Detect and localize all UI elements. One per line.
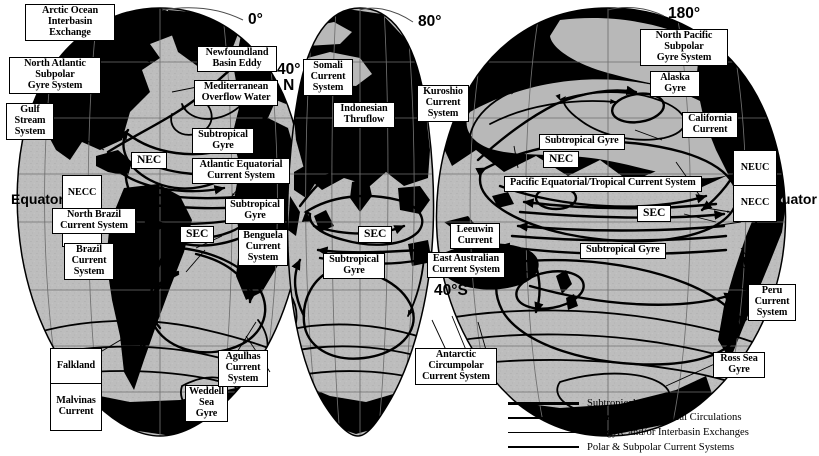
label-divider [734,185,776,187]
label-neuc-pacific-line: NEUC [740,161,770,173]
label-weddell-sea-gyre[interactable]: Weddell Sea Gyre [185,385,228,422]
legend-label-polar-subpolar: Polar & Subpolar Current Systems [587,441,735,453]
legend-label-equatorial-tropical: Equatorial and Tropical Circulations [587,412,742,424]
graticule-leader-lines [161,7,665,23]
label-benguela-current-system[interactable]: Benguela Current System [238,229,288,266]
label-alaska-gyre[interactable]: Alaska Gyre [650,71,700,98]
label-falkland-malvinas-current[interactable]: Falkland Malvinas Current [50,348,102,432]
legend-row: Polar & Subpolar Current Systems [508,440,813,455]
label-pacific-equatorial-tropical-current-system[interactable]: Pacific Equatorial/Tropical Current Syst… [504,176,702,192]
label-subtropical-gyre-north-pacific[interactable]: Subtropical Gyre [539,134,625,150]
label-california-current[interactable]: California Current [682,112,738,139]
label-newfoundland-basin-eddy[interactable]: Newfoundland Basin Eddy [197,46,277,73]
legend-row: Subtropical Gyres [508,396,813,411]
parallel-label-40n: 40° N [277,61,301,94]
label-subtropical-gyre-south-atlantic[interactable]: Subtropical Gyre [225,198,285,225]
label-sec-atlantic[interactable]: SEC [180,226,215,243]
label-kuroshio-current-system[interactable]: Kuroshio Current System [417,85,469,122]
legend-row: Intergyre and/or Interbasin Exchanges [508,425,813,440]
label-mediterranean-overflow-water[interactable]: Mediterranean Overflow Water [194,80,278,107]
legend-swatch-line [508,431,579,433]
label-indonesian-thruflow[interactable]: Indonesian Thruflow [333,102,395,129]
label-sec-pacific[interactable]: SEC [637,205,672,222]
label-falkland-line: Falkland [56,359,96,371]
label-divider [51,383,101,385]
label-agulhas-current-system[interactable]: Agulhas Current System [218,350,268,387]
equator-label-right: Equator [764,191,817,207]
label-atlantic-equatorial-current-system[interactable]: Atlantic Equatorial Current System [192,158,290,185]
legend-swatch-line [508,416,579,420]
label-brazil-current-system[interactable]: Brazil Current System [64,243,114,280]
equator-label-left: Equator [11,191,64,207]
meridian-label-80: 80° [418,13,442,30]
meridian-label-0: 0° [248,11,263,28]
label-malvinas-current-line: Malvinas Current [56,395,96,417]
meridian-label-180: 180° [668,5,701,22]
map-legend: Subtropical Gyres Equatorial and Tropica… [508,396,813,454]
label-subtropical-gyre-indian[interactable]: Subtropical Gyre [323,253,385,280]
label-leeuwin-current[interactable]: Leeuwin Current [450,223,500,250]
legend-line-intergyre-interbasin [508,425,579,439]
parallel-label-40s: 40°S [434,282,468,299]
legend-swatch-line [508,402,579,405]
label-nec-atlantic[interactable]: NEC [131,152,168,169]
legend-line-subtropical-gyres [508,396,579,410]
label-antarctic-circumpolar-current-system[interactable]: Antarctic Circumpolar Current System [415,348,497,385]
legend-row: Equatorial and Tropical Circulations [508,411,813,426]
legend-line-equatorial-tropical [508,411,579,425]
label-north-atlantic-subpolar-gyre-system[interactable]: North Atlantic Subpolar Gyre System [9,57,101,94]
label-east-australian-current-system[interactable]: East Australian Current System [427,252,505,279]
label-peru-current-system[interactable]: Peru Current System [748,284,796,321]
legend-line-polar-subpolar [508,440,579,454]
label-necc-pacific-line: NECC [740,197,770,209]
label-north-pacific-subpolar-gyre-system[interactable]: North Pacific Subpolar Gyre System [640,29,728,66]
label-north-brazil-current-system[interactable]: North Brazil Current System [52,208,136,235]
legend-swatch-line [508,446,579,448]
label-subtropical-gyre-south-pacific[interactable]: Subtropical Gyre [580,243,666,259]
label-ross-sea-gyre[interactable]: Ross Sea Gyre [713,352,765,379]
label-arctic-ocean-interbasin-exchange[interactable]: Arctic Ocean Interbasin Exchange [25,4,115,41]
label-nec-pacific[interactable]: NEC [543,151,580,168]
legend-label-intergyre-interbasin: Intergyre and/or Interbasin Exchanges [587,426,749,438]
legend-label-subtropical-gyres: Subtropical Gyres [587,397,664,409]
label-neuc-necc-pacific[interactable]: NEUC NECC [733,150,777,223]
label-necc-atlantic-line: NECC [67,186,97,198]
label-gulf-stream-system[interactable]: Gulf Stream System [6,103,54,140]
label-sec-indian[interactable]: SEC [358,226,393,243]
label-somali-current-system[interactable]: Somali Current System [303,59,353,96]
label-subtropical-gyre-north-atlantic[interactable]: Subtropical Gyre [192,128,254,155]
